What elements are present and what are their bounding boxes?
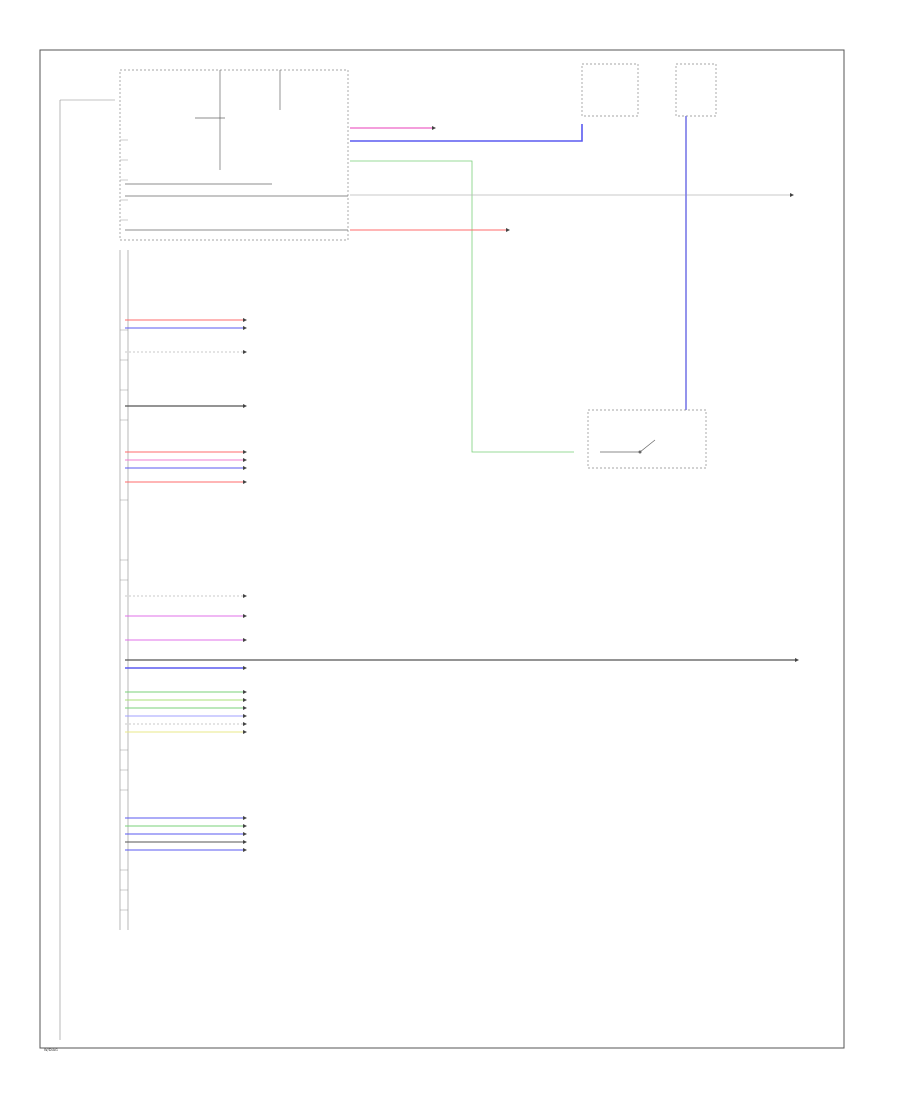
right-fuse-box-2 xyxy=(675,63,717,117)
connector-pin-ticks xyxy=(120,139,128,911)
switch-contact xyxy=(600,439,656,453)
wire-green-to-switch xyxy=(350,160,574,453)
switch-box xyxy=(587,409,707,469)
main-module-top-box xyxy=(119,69,349,241)
right-fuse-box-1 xyxy=(581,63,639,117)
wire-blue-top xyxy=(350,124,583,142)
diagram-frame xyxy=(39,49,845,1049)
diagram-code: W/DIAG xyxy=(44,1048,58,1052)
wire-arrowheads xyxy=(243,126,799,852)
switch-node xyxy=(638,450,642,454)
